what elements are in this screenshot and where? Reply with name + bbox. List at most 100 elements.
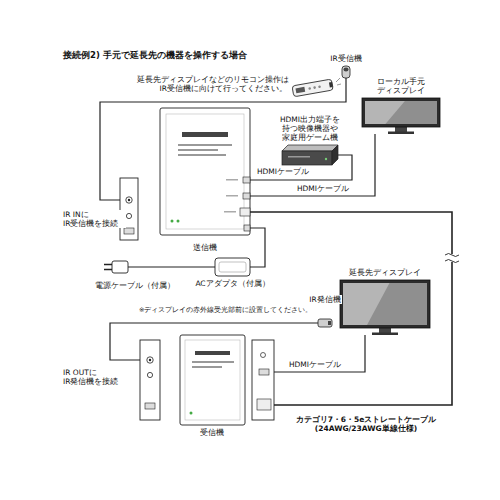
power-cable-label: 電源ケーブル（付属） (94, 281, 176, 290)
hdmi-in-port (243, 177, 250, 183)
device-shape (282, 145, 338, 165)
ac-adapter: ACアダプタ（付属） (194, 258, 270, 288)
ir-ray (336, 78, 340, 82)
print-line (226, 179, 238, 181)
remote-button (313, 86, 316, 89)
cable-label: HDMIケーブル (288, 360, 342, 369)
power-cable (104, 261, 215, 273)
local-display: ローカル手元 ディスプレイ (362, 77, 440, 134)
print-line (178, 144, 232, 146)
power-plug (112, 261, 128, 273)
dc-jack (261, 353, 266, 358)
player-front (282, 151, 332, 165)
node-label: 送信機 (192, 243, 218, 252)
status-led (171, 220, 174, 223)
ir-out-note: IR OUTに IR発信機を接続 (62, 368, 128, 386)
ir-rays (336, 78, 341, 85)
cable-label-box: HDMIケーブル (296, 184, 350, 193)
side-jack (147, 372, 152, 377)
remote-button (308, 87, 311, 90)
device-drawing (318, 318, 332, 328)
status-led (177, 220, 180, 223)
emitter-eye (328, 321, 331, 325)
cable-label: HDMIケーブル (296, 184, 350, 193)
display-base (388, 132, 414, 135)
diagram-title: 接続例2) 手元で延長先の機器を操作する場合 (62, 50, 248, 60)
plug-prong (104, 265, 112, 270)
break-wave (445, 254, 459, 263)
cable-label-box: HDMIケーブル (288, 360, 342, 369)
lan-port (257, 399, 271, 410)
display-bezel (362, 98, 440, 127)
device-shape (362, 98, 440, 134)
cable-label: カテゴリ7・6・5eストレートケーブル (24AWG/23AWG単線仕様) (290, 415, 442, 433)
device-drawing (340, 280, 430, 335)
device-shape (342, 66, 350, 92)
cable-label-box: HDMIケーブル (256, 167, 310, 176)
remote-emitter (329, 82, 333, 87)
receiver-eye (344, 68, 349, 72)
device-shape (318, 318, 332, 328)
remote-control (292, 79, 333, 97)
display-screen (365, 101, 437, 124)
node-label: 延長先ディスプレイ (348, 268, 422, 277)
hdmi-out-port (259, 369, 269, 375)
label-box: IR INに IR受信機を接続 (62, 210, 126, 228)
label-box: 延長先ディスプレイなどのリモコン操作は IR受信機に向けて行ってください。 (136, 75, 288, 93)
ir-out-jack (147, 357, 153, 363)
player-led (325, 158, 327, 160)
side-panel (120, 178, 138, 240)
hdmi-cable (274, 335, 365, 372)
ir-in-jack (126, 197, 132, 203)
remote-note: 延長先ディスプレイなどのリモコン操作は IR受信機に向けて行ってください。 (136, 75, 288, 93)
device-shape (340, 280, 430, 335)
cable-label: HDMIケーブル (256, 167, 310, 176)
main-case (180, 335, 245, 425)
jack-hole (128, 199, 130, 201)
top-panel (185, 340, 240, 420)
remote-panel (295, 87, 305, 93)
video-source: HDMI出力端子を 持つ映像機器や 家庭用ゲーム機 (273, 115, 347, 165)
player-top (282, 145, 338, 151)
status-led (190, 412, 193, 415)
display-stand (379, 328, 391, 333)
ir-receiver: IR受信機 (329, 54, 362, 92)
remote-button (318, 85, 321, 88)
display-base (372, 333, 398, 336)
title-box: 接続例2) 手元で延長先の機器を操作する場合 (62, 50, 248, 60)
hdmi-cable (250, 134, 375, 196)
jack-hole (149, 359, 151, 361)
device-drawing (120, 108, 250, 240)
display-stand (395, 127, 407, 132)
side-switch (124, 228, 134, 234)
dc-port (244, 225, 250, 231)
print-line (192, 366, 222, 368)
placement-note: ※ディスプレイの赤外線受光部前に設置してください。 (138, 307, 313, 315)
label-box: IR OUTに IR発信機を接続 (62, 368, 128, 386)
cable-label-box: カテゴリ7・6・5eストレートケーブル (24AWG/23AWG単線仕様) (290, 415, 442, 433)
cable-break-mark (445, 254, 459, 263)
screen-reflection (343, 283, 390, 325)
node-label: ローカル手元 ディスプレイ (375, 77, 427, 95)
transmitter: 送信機 (120, 108, 250, 252)
print-line (224, 211, 236, 213)
end-panel (252, 340, 274, 420)
label-box: 電源ケーブル（付属） (94, 281, 176, 290)
emitter-body (318, 319, 332, 327)
remote-body (292, 79, 333, 97)
device-shape (120, 108, 250, 240)
receiver-cord (345, 78, 346, 92)
device-shape (140, 335, 274, 425)
side-panel (140, 340, 160, 420)
node-label: HDMI出力端子を 持つ映像機器や 家庭用ゲーム機 (273, 115, 347, 142)
device-drawing (215, 258, 250, 276)
power-cable-wire (128, 266, 215, 267)
node-label: IR受信機 (329, 54, 362, 63)
player-side (332, 145, 338, 165)
adapter-face (219, 262, 246, 272)
device-drawing (362, 98, 440, 134)
display-screen (343, 283, 427, 325)
node-label: ACアダプタ（付属） (194, 279, 270, 288)
